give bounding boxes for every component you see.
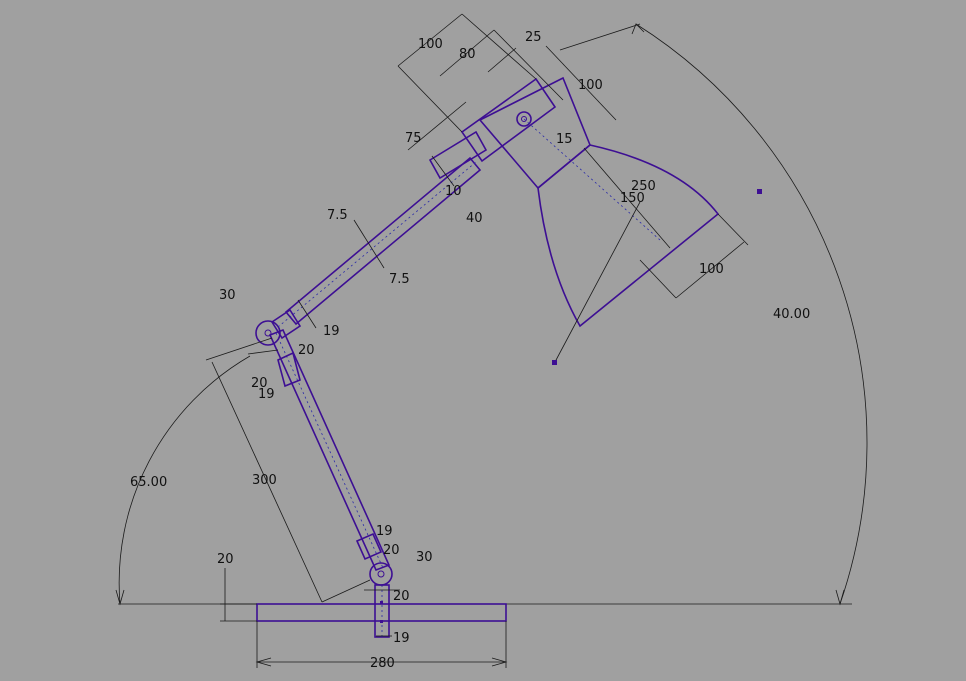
dim-line-10[interactable] [431, 155, 455, 187]
lamp-head-box[interactable] [478, 76, 591, 190]
upper-arm[interactable] [284, 156, 482, 326]
dimension-label[interactable]: 300 [252, 473, 277, 488]
extension-line [639, 259, 677, 299]
base-plate[interactable] [256, 603, 507, 622]
dimension-label[interactable]: 20 [217, 552, 234, 567]
elbow-pivot-circle[interactable] [255, 320, 281, 346]
dim-line-7-5[interactable] [353, 219, 385, 269]
base-point[interactable] [380, 620, 383, 623]
head-axis-centerline [523, 118, 661, 241]
lower-pivot-hole[interactable] [377, 570, 385, 578]
dimension-label[interactable]: 15 [556, 132, 573, 147]
lower-pivot-circle[interactable] [369, 562, 393, 586]
dimension-label[interactable]: 100 [699, 262, 724, 277]
dimension-label[interactable]: 30 [416, 550, 433, 565]
head-mount-block[interactable] [460, 77, 557, 163]
angle-arc-40[interactable] [635, 23, 868, 605]
sketch-point[interactable] [552, 360, 557, 365]
elbow-pivot-hole[interactable] [264, 329, 272, 337]
dimension-label[interactable]: 7.5 [327, 208, 348, 223]
dimension-label[interactable]: 19 [376, 524, 393, 539]
arrow-head [491, 657, 508, 667]
dimension-label[interactable]: 25 [525, 30, 542, 45]
shade-radius-line [554, 201, 641, 363]
dim-line-75[interactable] [407, 101, 467, 151]
lower-arm-centerline [275, 332, 384, 569]
dim-line-100-head[interactable] [545, 45, 617, 121]
sketch-point[interactable] [757, 189, 762, 194]
dimension-label[interactable]: 10 [445, 184, 462, 199]
dimension-label[interactable]: 19 [393, 631, 410, 646]
dimension-label[interactable]: 19 [323, 324, 340, 339]
dimension-label[interactable]: 19 [258, 387, 275, 402]
dimension-label[interactable]: 7.5 [389, 272, 410, 287]
dim-line-20-elbow[interactable] [247, 349, 279, 355]
extension-line [717, 213, 749, 246]
dimension-label[interactable]: 20 [251, 376, 268, 391]
dimension-label[interactable]: 75 [405, 131, 422, 146]
lower-sleeve-bottom[interactable] [355, 532, 383, 561]
dimension-label[interactable]: 65.00 [130, 475, 167, 490]
extension-line [559, 23, 641, 51]
upper-arm-joint[interactable] [428, 130, 488, 180]
head-pivot-hole[interactable] [521, 116, 527, 122]
dimension-label[interactable]: 100 [418, 37, 443, 52]
dimension-label[interactable]: 30 [219, 288, 236, 303]
elbow-sleeve[interactable] [270, 308, 302, 340]
dimension-label[interactable]: 20 [383, 543, 400, 558]
dimension-label[interactable]: 280 [370, 656, 395, 671]
extension-line [321, 579, 371, 603]
dimension-label[interactable]: 40.00 [773, 307, 810, 322]
dimension-label[interactable]: 40 [466, 211, 483, 226]
head-pivot-circle[interactable] [516, 111, 532, 127]
arrow-head [115, 589, 125, 606]
dimension-label[interactable]: 100 [578, 78, 603, 93]
arrow-head [835, 589, 845, 606]
extension-line [397, 65, 463, 133]
dimension-label[interactable]: 250 [631, 179, 656, 194]
extension-line [493, 29, 564, 101]
dimension-label[interactable]: 20 [393, 589, 410, 604]
arrow-head [255, 657, 272, 667]
dim-line-300[interactable] [211, 361, 323, 603]
extension-line [461, 13, 537, 80]
dimension-label[interactable]: 150 [620, 191, 645, 206]
base-point[interactable] [380, 601, 383, 604]
dim-line-19-elbow[interactable] [297, 299, 317, 329]
dim-line-80[interactable] [439, 29, 495, 77]
dim-line-100-shade[interactable] [675, 241, 745, 299]
dim-line-100-top[interactable] [397, 13, 463, 67]
arrow-head [631, 23, 645, 35]
dimension-label[interactable]: 20 [298, 343, 315, 358]
dim-line-25[interactable] [487, 47, 517, 73]
lower-sleeve-top[interactable] [277, 351, 301, 388]
angle-arc-65[interactable] [118, 355, 251, 605]
dimension-label[interactable]: 80 [459, 47, 476, 62]
extension-line [205, 337, 273, 361]
lamp-shade[interactable] [537, 144, 720, 328]
dim-line-250[interactable] [583, 147, 671, 249]
